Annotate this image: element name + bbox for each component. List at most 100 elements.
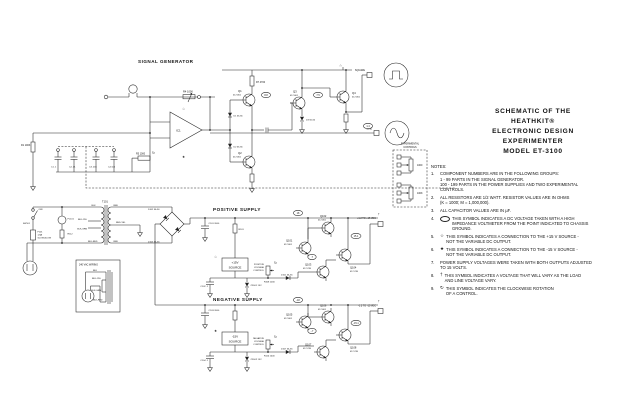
- label-q105p: 417-801: [284, 318, 293, 320]
- dagger-note-icon: †: [440, 272, 443, 278]
- fuse-f101: [30, 229, 36, 241]
- label-q1p: 417-801: [233, 95, 242, 97]
- notes-heading: NOTES:: [431, 164, 447, 169]
- ac-plug-240: [81, 289, 95, 303]
- range-capacitors: C1 .1 C2 .01 C3 .001 C4 100: [51, 148, 150, 173]
- label-red-yel: RED-YEL: [116, 222, 126, 224]
- label-pos-ctl2: VOLTAGE: [254, 266, 265, 269]
- diode-d101: [285, 275, 291, 281]
- label-exp-pot1: 1000: [417, 164, 423, 167]
- experimental-controls-label-2: CONTROLS: [403, 146, 417, 149]
- transistor-q101: [295, 238, 312, 258]
- signal-amplifier-section: ☆ R7 4700 Q1 417-801 Q2 417-801 D1 56-56…: [210, 62, 410, 193]
- label-q102: Q102: [320, 214, 327, 218]
- ac-plug: [22, 260, 38, 276]
- label-q106p: 417-801: [318, 309, 327, 311]
- note-item-1: 1. COMPONENT NUMBERS ARE IN THE FOLLOWIN…: [431, 171, 579, 193]
- transistor-q2: [239, 152, 256, 172]
- label-q107p: 417-235: [303, 348, 312, 350]
- label-i-blk: BLK: [93, 270, 98, 272]
- label-q108p: 417-235: [350, 351, 359, 353]
- label-q4: Q4: [352, 91, 356, 95]
- opamp-ic1: [169, 111, 203, 149]
- title-block: SCHEMATIC OF THE HEATHKIT® ELECTRONIC DE…: [431, 107, 635, 157]
- bridge-rectifier: [159, 211, 185, 237]
- sine-wave-jack: [384, 120, 410, 146]
- minus15-star-src-icon: ★: [214, 329, 218, 333]
- label-f101: F101: [38, 232, 44, 234]
- positive-supply-label: POSITIVE SUPPLY: [213, 207, 261, 212]
- plus15-star-rail-icon: ☆: [339, 64, 343, 68]
- resistor-r4: [182, 94, 196, 100]
- label-plus15-src2: SOURCE: [229, 266, 242, 270]
- label-neg-ctl2: VOLTAGE: [254, 340, 265, 343]
- note-item-3: 3. ALL CAPACITOR VALUES ARE IN µF.: [431, 207, 511, 213]
- label-pos-ctl3: CONTROL: [253, 270, 264, 272]
- voltage-oval-p3: .7: [311, 256, 314, 259]
- dagger-pos-icon: †: [378, 212, 380, 216]
- label-r1: R1 100K: [21, 144, 31, 147]
- label-ic1: IC1: [176, 129, 181, 133]
- voltage-oval-a2: 7.5: [316, 94, 320, 97]
- title-line-3: ELECTRONIC DESIGN: [492, 128, 574, 135]
- plus15-star-note-icon: ☆: [440, 233, 445, 238]
- transistor-q107: [313, 342, 330, 362]
- positive-output-terminal: [377, 221, 384, 227]
- transistor-q102: [318, 218, 335, 238]
- transistor-q4: [333, 87, 350, 107]
- input-terminal: [103, 94, 109, 100]
- label-q3p: 417-801: [290, 95, 299, 97]
- label-i-blk-grn: BLK-GRN: [91, 290, 101, 292]
- cw-rotation-icon-neg: ↻: [274, 335, 277, 339]
- lamp-symbol: [128, 84, 138, 94]
- diode-d1: [227, 112, 233, 118]
- label-red-top: RED: [114, 205, 119, 207]
- signal-generator-label: SIGNAL GENERATOR: [138, 59, 194, 64]
- diode-d2: [227, 143, 233, 149]
- notes-block: NOTES: 1. COMPONENT NUMBERS ARE IN THE F…: [431, 164, 635, 297]
- note-item-7: 7. POWER SUPPLY VOLTAGES WERE TAKEN WITH…: [431, 260, 592, 271]
- label-f101-rating: 1/4A: [38, 234, 43, 237]
- label-r108: R108 1000: [264, 282, 275, 284]
- minus15-star-note-icon: ★: [440, 246, 445, 252]
- power-input-section: F101 1/4A SLOW-BLOW OFF SW101 PL101 R112…: [22, 200, 172, 313]
- negative-output-terminal: [377, 308, 384, 314]
- note-item-9: 9. ↻ THIS SYMBOL INDICATES THE CLOCKWISE…: [431, 285, 554, 297]
- label-q107: Q107: [305, 343, 312, 347]
- signal-generator-section: SIGNAL GENERATOR R4 1000 IC1 ☆ ★ R1 100K: [21, 59, 455, 191]
- label-d2: D2 56-56: [234, 147, 244, 149]
- note-item-2: 2. ALL RESISTORS ARE 1/2 WATT. RESISTOR …: [431, 194, 570, 206]
- voltage-oval-a1: 8.8: [264, 94, 268, 97]
- minus15-star-icon: ★: [182, 155, 186, 159]
- label-zd102: ZD102 15V: [251, 359, 263, 361]
- resistor-r1: [30, 141, 36, 153]
- label-q3: Q3: [293, 90, 297, 94]
- voltage-oval-n1: -18: [296, 299, 300, 302]
- label-neg-ctl3: CONTROL: [253, 344, 264, 346]
- dc-voltage-oval-icon: [440, 216, 450, 223]
- pilot-lamp-pl101: [57, 215, 67, 225]
- label-c103: C103 2000: [209, 310, 220, 312]
- label-q103p: 417-235: [303, 268, 312, 270]
- label-blk-yel: BLK-YEL: [78, 219, 88, 221]
- switch-gang-dashed-2: [85, 146, 455, 189]
- transformer-primary: [100, 206, 105, 244]
- label-r5: R5 1000: [136, 152, 146, 155]
- experimental-controls-box: [392, 149, 428, 208]
- label-q105: Q105: [286, 313, 293, 317]
- plus15-star-icon: ☆: [182, 107, 186, 111]
- label-t101: T101: [102, 200, 108, 204]
- negative-supply-label: NEGATIVE SUPPLY: [213, 297, 263, 302]
- dagger-neg-icon: †: [378, 299, 380, 303]
- diode-d3: [299, 116, 305, 122]
- label-minus15-src1: -15V: [232, 335, 238, 339]
- label-r101: R101: [239, 229, 245, 231]
- note-item-5: 5. ☆ THIS SYMBOL INDICATES A CONNECTION …: [431, 233, 579, 245]
- negative-supply-section: NEGATIVE SUPPLY C103 2000 -15V SOURCE ★ …: [155, 297, 384, 372]
- plus15-star-src-icon: ☆: [214, 255, 218, 259]
- experimental-pot-2: 100K: [396, 182, 423, 204]
- label-c104: C104 .1: [200, 360, 208, 362]
- label-c4: C4 100: [108, 167, 116, 169]
- label-i-blk-yel: BLK-YEL: [92, 278, 102, 280]
- label-pos-ctl1: POSITIVE: [254, 264, 265, 266]
